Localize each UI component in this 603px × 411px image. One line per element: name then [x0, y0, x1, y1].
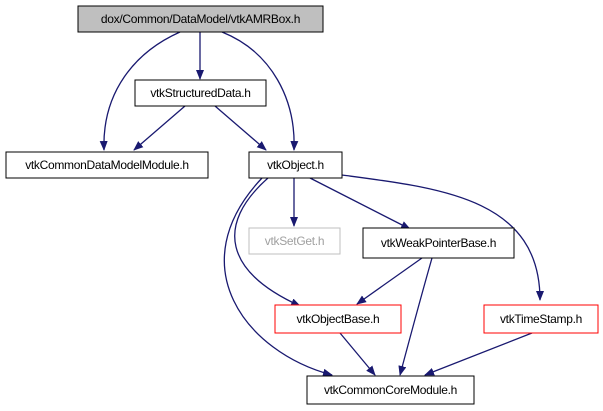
- node-structureddata[interactable]: vtkStructuredData.h: [134, 79, 267, 107]
- edge-structureddata-to-commondatamodelmodule: [133, 105, 186, 151]
- node-commondatamodelmodule-label: vtkCommonDataModelModule.h: [25, 158, 189, 172]
- edge-vtkamrbox-to-object: [221, 31, 299, 151]
- node-commondatamodelmodule[interactable]: vtkCommonDataModelModule.h: [5, 151, 209, 179]
- edge-weakpointerbase-to-commoncoremodule: [398, 257, 433, 376]
- edge-timestamp-to-commoncoremodule: [424, 332, 533, 376]
- node-object-label: vtkObject.h: [267, 158, 324, 172]
- node-timestamp-label: vtkTimeStamp.h: [500, 312, 582, 326]
- edge-object-to-timestamp: [341, 174, 544, 301]
- node-commoncoremodule-label: vtkCommonCoreModule.h: [324, 383, 457, 397]
- node-objectbase[interactable]: vtkObjectBase.h: [274, 304, 402, 334]
- node-object[interactable]: vtkObject.h: [248, 151, 343, 179]
- edge-objectbase-to-commoncoremodule: [339, 332, 376, 376]
- node-vtkamrbox[interactable]: dox/Common/DataModel/vtkAMRBox.h: [77, 5, 324, 33]
- node-objectbase-label: vtkObjectBase.h: [297, 312, 380, 326]
- node-structureddata-label: vtkStructuredData.h: [150, 86, 250, 100]
- edge-weakpointerbase-to-objectbase: [356, 257, 423, 305]
- edge-vtkamrbox-to-commondatamodelmodule: [99, 31, 181, 151]
- node-setget[interactable]: vtkSetGet.h: [248, 227, 341, 255]
- node-timestamp[interactable]: vtkTimeStamp.h: [483, 304, 599, 334]
- node-vtkamrbox-label: dox/Common/DataModel/vtkAMRBox.h: [101, 12, 300, 26]
- node-weakpointerbase-label: vtkWeakPointerBase.h: [381, 236, 496, 250]
- edges: [99, 31, 544, 377]
- node-commoncoremodule[interactable]: vtkCommonCoreModule.h: [306, 375, 475, 405]
- node-weakpointerbase[interactable]: vtkWeakPointerBase.h: [362, 227, 515, 259]
- node-setget-label: vtkSetGet.h: [265, 234, 324, 248]
- edge-object-to-commoncoremodule: [223, 177, 333, 377]
- edge-structureddata-to-object: [214, 105, 267, 151]
- edge-object-to-weakpointerbase: [309, 177, 411, 230]
- edge-object-to-objectbase: [234, 177, 301, 307]
